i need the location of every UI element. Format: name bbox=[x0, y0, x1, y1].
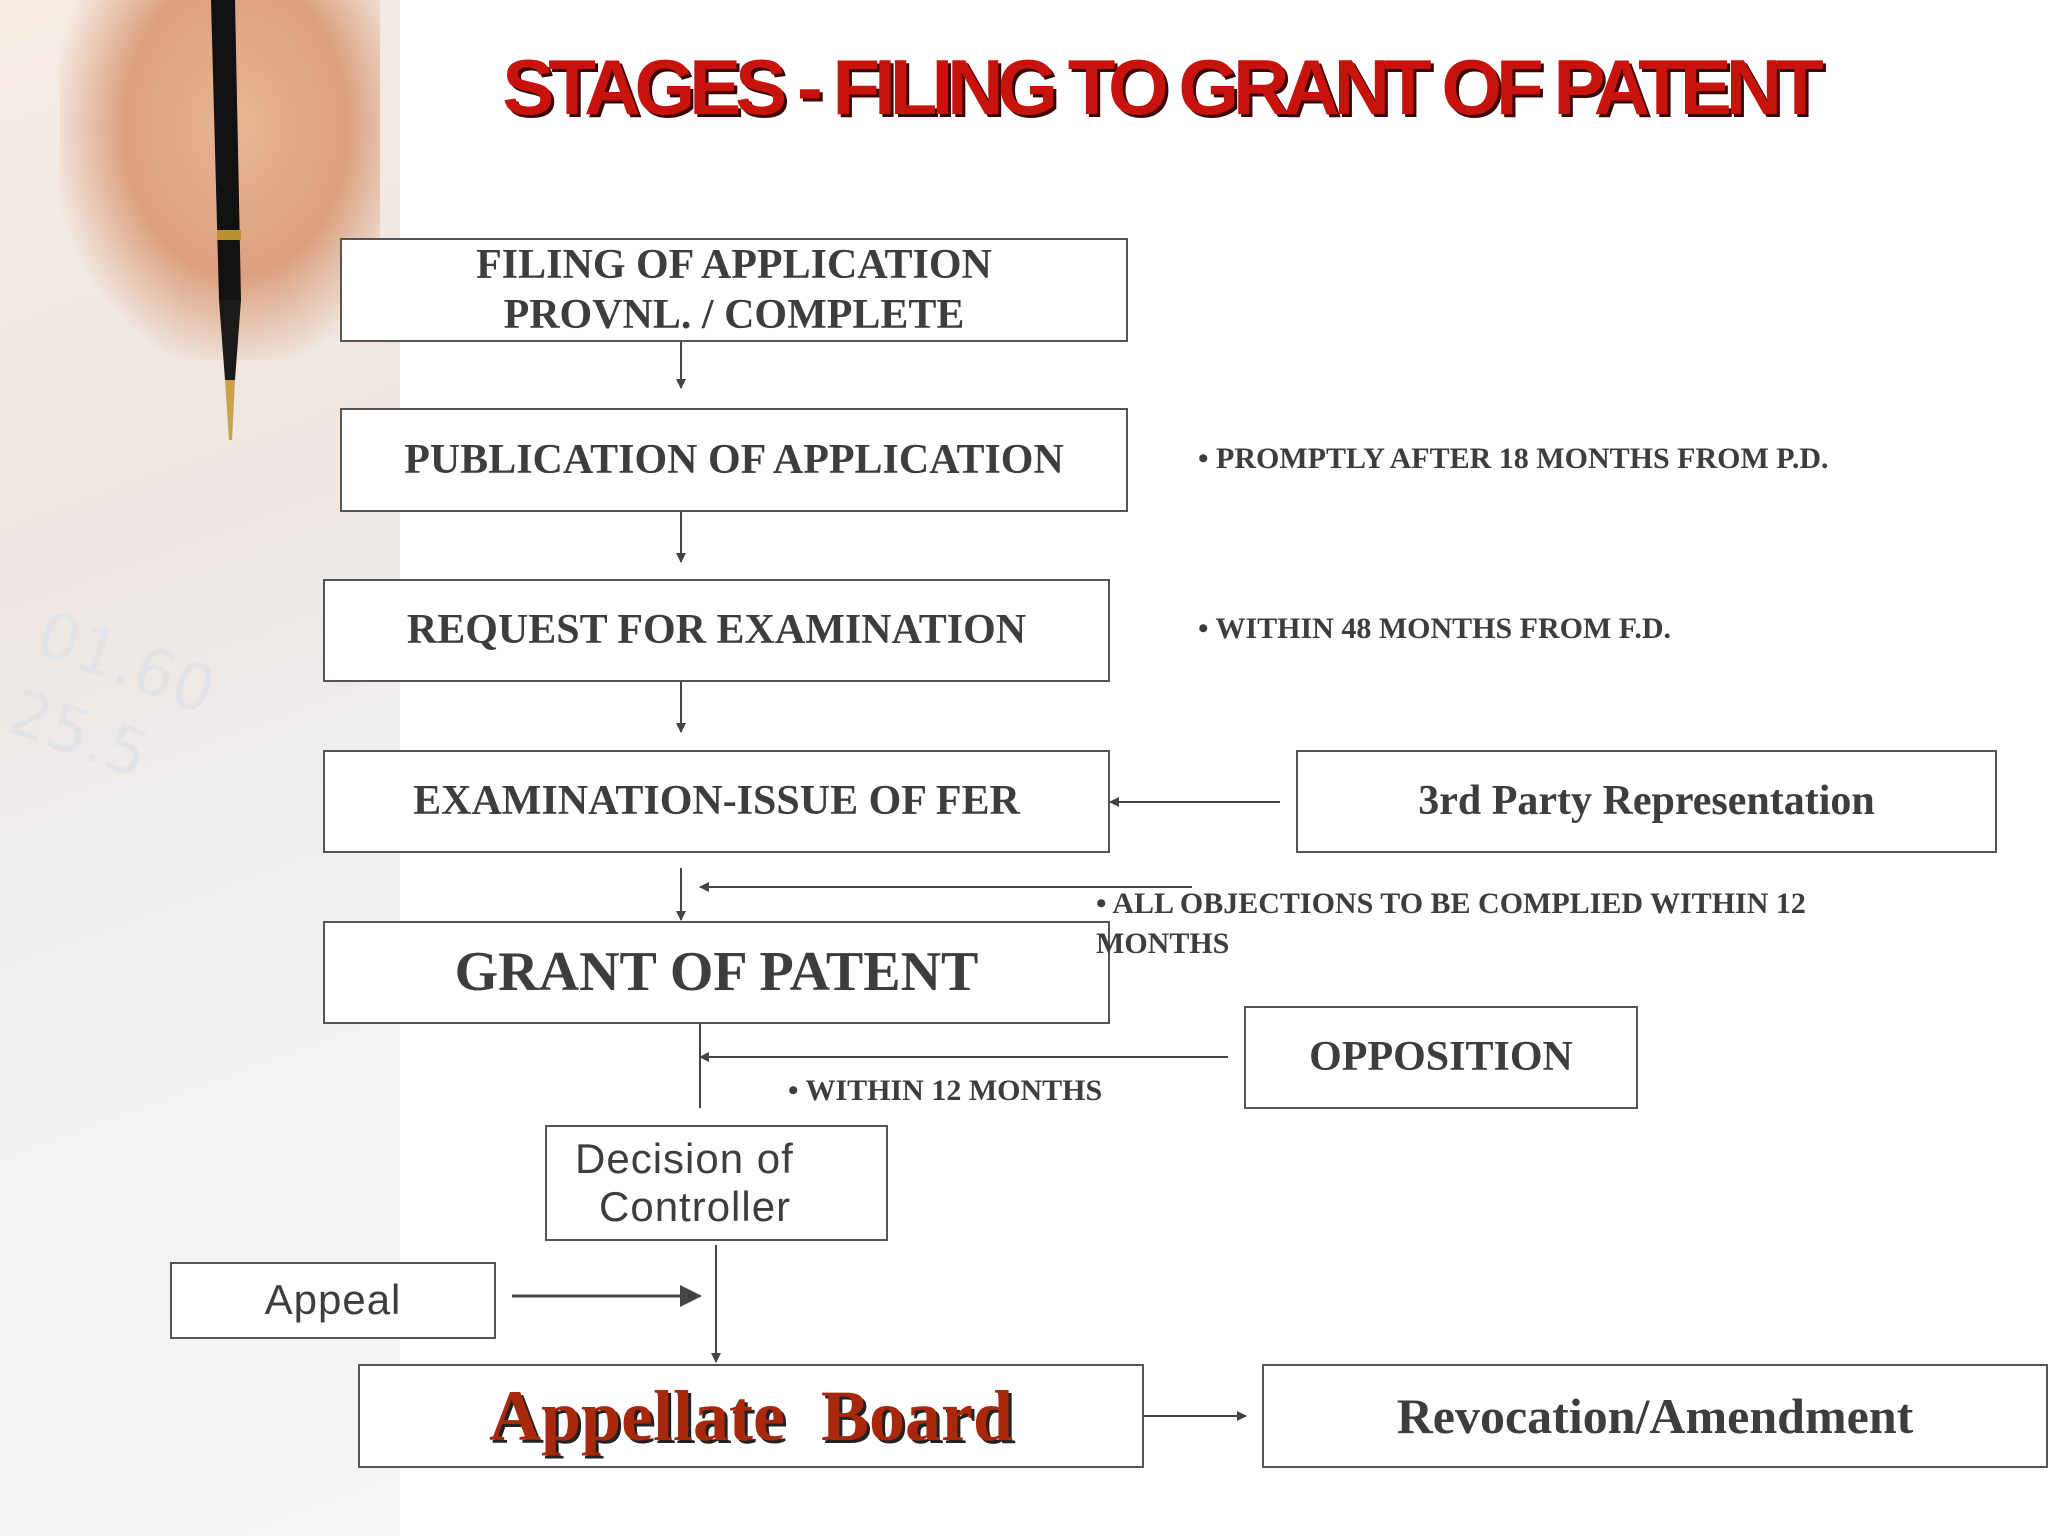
decision-of-controller-box: Decision of Controller bbox=[545, 1125, 888, 1241]
opposition-label: OPPOSITION bbox=[1309, 1032, 1573, 1082]
revocation-amendment-box: Revocation/Amendment bbox=[1262, 1364, 2048, 1468]
examination-box: EXAMINATION-ISSUE OF FER bbox=[323, 750, 1110, 853]
revocation-label: Revocation/Amendment bbox=[1397, 1386, 1914, 1446]
filing-line-2: PROVNL. / COMPLETE bbox=[504, 290, 965, 340]
grant-of-patent-box: GRANT OF PATENT bbox=[323, 921, 1110, 1024]
appeal-box: Appeal bbox=[170, 1262, 496, 1339]
filing-line-1: FILING OF APPLICATION bbox=[476, 240, 992, 290]
decision-line-2: Controller bbox=[575, 1183, 791, 1231]
third-party-label: 3rd Party Representation bbox=[1418, 776, 1874, 826]
publication-note: • PROMPTLY AFTER 18 MONTHS FROM P.D. bbox=[1198, 442, 1829, 476]
request-for-examination-box: REQUEST FOR EXAMINATION bbox=[323, 579, 1110, 682]
appellate-board-box: Appellate Board bbox=[358, 1364, 1144, 1468]
appeal-label: Appeal bbox=[265, 1275, 402, 1325]
opposition-box: OPPOSITION bbox=[1244, 1006, 1638, 1109]
request-note: • WITHIN 48 MONTHS FROM F.D. bbox=[1198, 612, 1671, 646]
opposition-note: • WITHIN 12 MONTHS bbox=[788, 1074, 1102, 1108]
examination-label: EXAMINATION-ISSUE OF FER bbox=[413, 776, 1020, 826]
objections-line-2: MONTHS bbox=[1096, 924, 1806, 964]
third-party-representation-box: 3rd Party Representation bbox=[1296, 750, 1997, 853]
grant-label: GRANT OF PATENT bbox=[455, 939, 979, 1006]
appellate-board-label: Appellate Board bbox=[489, 1373, 1013, 1459]
objections-note: • ALL OBJECTIONS TO BE COMPLIED WITHIN 1… bbox=[1096, 884, 1806, 964]
publication-label: PUBLICATION OF APPLICATION bbox=[404, 435, 1064, 485]
decision-line-1: Decision of bbox=[575, 1135, 794, 1183]
request-label: REQUEST FOR EXAMINATION bbox=[407, 605, 1026, 655]
objections-line-1: • ALL OBJECTIONS TO BE COMPLIED WITHIN 1… bbox=[1096, 884, 1806, 924]
publication-box: PUBLICATION OF APPLICATION bbox=[340, 408, 1128, 512]
filing-of-application-box: FILING OF APPLICATION PROVNL. / COMPLETE bbox=[340, 238, 1128, 342]
